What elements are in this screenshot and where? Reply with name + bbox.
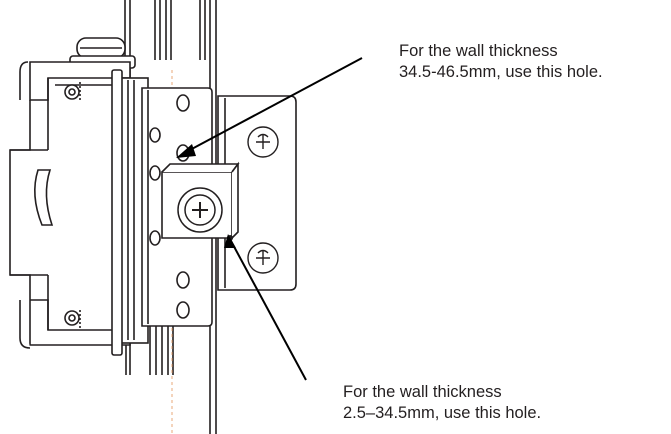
hole-upper-right [176, 94, 190, 112]
hole-mid-left [149, 165, 161, 181]
wall-plate-top-screw [247, 126, 279, 158]
callout-thin-wall: For the wall thickness 2.5–34.5mm, use t… [343, 382, 541, 424]
hole-lower-right [176, 271, 190, 289]
hole-upper-left [149, 127, 161, 143]
leader-line-top [187, 57, 363, 152]
wall-plate-bottom-screw [247, 242, 279, 274]
leader-line-bottom [230, 240, 307, 381]
callout-thin-wall-line1: For the wall thickness [343, 383, 502, 401]
callout-thick-wall-line1: For the wall thickness [399, 42, 558, 60]
arrowhead-top [176, 144, 196, 158]
hole-lower-left [149, 230, 161, 246]
callout-thick-wall-line2: 34.5-46.5mm, use this hole. [399, 63, 603, 81]
clamp-screw [177, 187, 223, 233]
arrowhead-bottom [224, 234, 236, 248]
hole-bottom-right [176, 301, 190, 319]
callout-thick-wall: For the wall thickness 34.5-46.5mm, use … [399, 41, 603, 83]
leader-lines [187, 57, 363, 381]
mounting-holes [149, 94, 190, 319]
callout-thin-wall-line2: 2.5–34.5mm, use this hole. [343, 404, 542, 422]
leader-arrowheads [176, 144, 236, 248]
c-bracket [9, 61, 131, 349]
